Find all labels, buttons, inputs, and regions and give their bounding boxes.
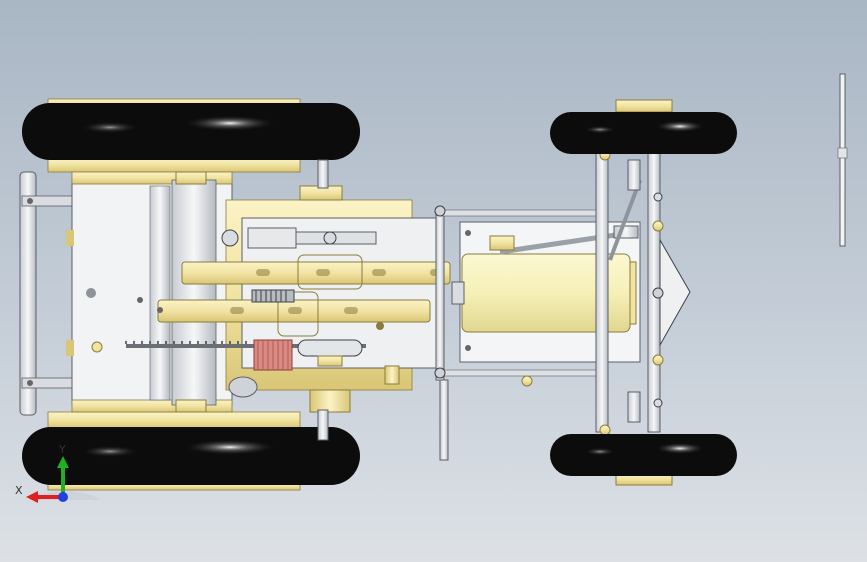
front-steering-assembly[interactable] bbox=[595, 149, 691, 436]
triad-y-label: Y bbox=[58, 443, 66, 456]
triad-x-label: X bbox=[15, 484, 23, 497]
rear-top-wheel[interactable] bbox=[22, 98, 360, 173]
pulley-wheel[interactable] bbox=[297, 339, 363, 367]
lower-slotted-link[interactable] bbox=[137, 291, 431, 337]
front-top-wheel[interactable] bbox=[550, 99, 737, 154]
upper-slotted-link[interactable] bbox=[181, 254, 451, 290]
drive-rack[interactable] bbox=[125, 341, 366, 348]
coordinate-triad-icon: Y X bbox=[15, 443, 100, 503]
front-bottom-wheel[interactable] bbox=[550, 434, 737, 486]
upper-spur-gear[interactable] bbox=[251, 289, 295, 303]
rear-bottom-wheel[interactable] bbox=[22, 411, 360, 491]
red-pinion-gear[interactable] bbox=[253, 339, 293, 371]
drive-motor[interactable] bbox=[451, 253, 637, 333]
rear-chassis-plate[interactable] bbox=[66, 171, 233, 413]
steering-servo[interactable] bbox=[221, 227, 377, 249]
side-plate[interactable] bbox=[837, 73, 848, 247]
